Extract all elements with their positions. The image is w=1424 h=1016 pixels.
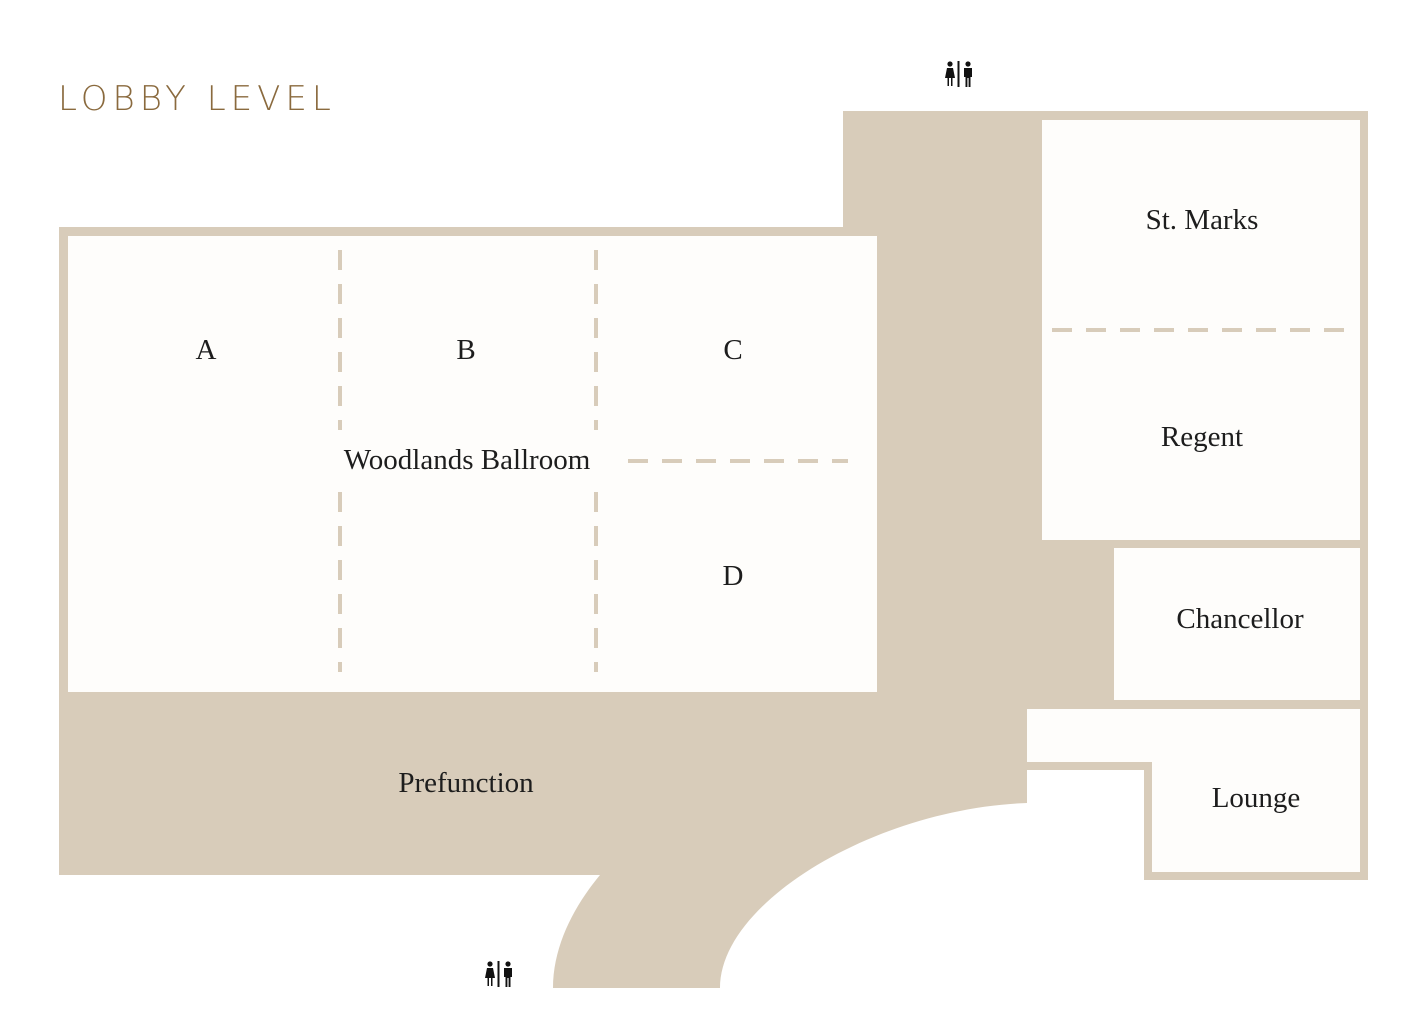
room-label-b: B xyxy=(456,334,475,366)
room-label-prefunction: Prefunction xyxy=(398,767,534,799)
room-label-woodlands-ballroom: Woodlands Ballroom xyxy=(344,444,591,476)
woodlands-ballroom[interactable] xyxy=(68,236,877,692)
lounge-room[interactable] xyxy=(1027,709,1360,872)
room-label-a: A xyxy=(196,334,217,366)
restroom-icon xyxy=(485,961,512,987)
room-label-d: D xyxy=(723,560,744,592)
chancellor-room[interactable] xyxy=(1114,548,1360,700)
page-title: LOBBY LEVEL xyxy=(58,79,336,119)
restroom-icon xyxy=(945,61,972,87)
room-label-st-marks: St. Marks xyxy=(1146,204,1259,236)
room-label-c: C xyxy=(723,334,742,366)
room-label-chancellor: Chancellor xyxy=(1176,603,1304,635)
room-label-lounge: Lounge xyxy=(1212,782,1301,814)
room-label-regent: Regent xyxy=(1161,421,1243,453)
